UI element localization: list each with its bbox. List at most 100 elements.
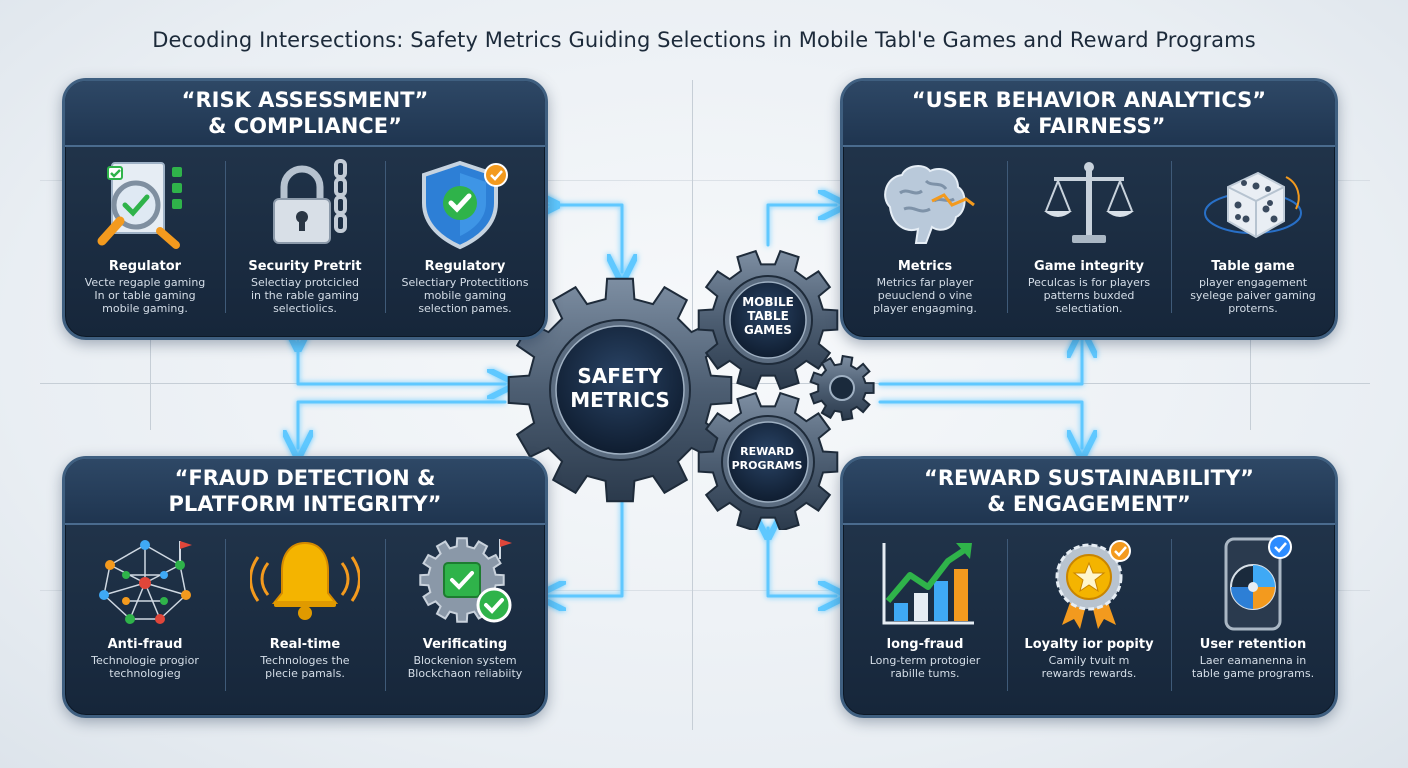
- reward-programs-gear-hub: [727, 421, 809, 503]
- item-title: Verificating: [422, 637, 508, 652]
- panel-title-line: “USER BEHAVIOR ANALYTICS”: [911, 88, 1267, 112]
- item-description-line: Peculcas is for players: [1027, 276, 1151, 289]
- panel-item: Metrics Metrics far player peuuclend o v…: [843, 147, 1007, 333]
- panel-item: Game integrity Peculcas is for players p…: [1007, 147, 1171, 333]
- item-description-line: rewards rewards.: [1041, 667, 1137, 680]
- item-description-line: selection pames.: [418, 302, 512, 315]
- item-description: Blockenion system Blockchaon reliabiity: [395, 654, 535, 680]
- item-description-line: plecie pamals.: [265, 667, 345, 680]
- panel-header: “RISK ASSESSMENT” & COMPLIANCE”: [65, 81, 545, 147]
- item-description: Camily tvuit m rewards rewards.: [1019, 654, 1159, 680]
- item-description-line: Blockenion system: [413, 654, 517, 667]
- safety-metrics-gear-hub: [555, 325, 685, 455]
- item-description-line: syelege paiver gaming: [1190, 289, 1316, 302]
- item-description-line: Metrics far player: [876, 276, 974, 289]
- grid-line: [150, 340, 151, 430]
- mobile-table-games-gear-label: MOBILE TABLE GAMES: [730, 295, 806, 337]
- balance-scale-icon: [1029, 155, 1149, 255]
- item-description-line: Camily tvuit m: [1048, 654, 1130, 667]
- item-description-line: Laer eamanenna in: [1199, 654, 1307, 667]
- panel-item: Verificating Blockenion system Blockchao…: [385, 525, 545, 711]
- item-title: Loyalty ior popity: [1024, 637, 1154, 652]
- item-description-line: patterns buxded: [1043, 289, 1135, 302]
- item-title: long-fraud: [886, 637, 964, 652]
- panel-body: long-fraud Long-term protogier rabille t…: [843, 525, 1335, 711]
- shield-check-icon: [405, 155, 525, 255]
- item-description-line: mobile gaming.: [102, 302, 188, 315]
- panel-title-line: “RISK ASSESSMENT”: [181, 88, 429, 112]
- panel-item: Table game player engagement syelege pai…: [1171, 147, 1335, 333]
- item-description: Peculcas is for players patterns buxded …: [1019, 276, 1159, 315]
- item-description-line: rabille tums.: [890, 667, 960, 680]
- gear-label-line: METRICS: [570, 388, 670, 412]
- item-description-line: Selectiay protcicled: [250, 276, 359, 289]
- item-description-line: player engagement: [1198, 276, 1308, 289]
- panel-title-line: “FRAUD DETECTION &: [174, 466, 436, 490]
- panel-item: long-fraud Long-term protogier rabille t…: [843, 525, 1007, 711]
- item-description-line: Technologie progior: [91, 654, 199, 667]
- panel-item: Regulatory Selectiary Protectitions mobi…: [385, 147, 545, 333]
- brain-icon: [865, 155, 985, 255]
- item-description-line: selectiation.: [1055, 302, 1123, 315]
- safety-metrics-gear-label: SAFETY METRICS: [560, 364, 680, 412]
- alert-bell-icon: [245, 533, 365, 633]
- item-description-line: table game programs.: [1191, 667, 1315, 680]
- item-description: Long-term protogier rabille tums.: [855, 654, 995, 680]
- item-title: Table game: [1211, 259, 1295, 274]
- item-title: Game integrity: [1034, 259, 1144, 274]
- panel-body: Regulator Vecte regaple gaming In or tab…: [65, 147, 545, 333]
- dice-icon: [1193, 155, 1313, 255]
- panel-item: Regulator Vecte regaple gaming In or tab…: [65, 147, 225, 333]
- item-description-line: proterns.: [1228, 302, 1278, 315]
- item-description: player engagement syelege paiver gaming …: [1183, 276, 1323, 315]
- panel-title-line: “REWARD SUSTAINABILITY”: [924, 466, 1254, 490]
- panel-header: “REWARD SUSTAINABILITY” & ENGAGEMENT”: [843, 459, 1335, 525]
- panel-item: Loyalty ior popity Camily tvuit m reward…: [1007, 525, 1171, 711]
- item-title: Metrics: [897, 259, 953, 274]
- growth-chart-icon: [865, 533, 985, 633]
- panel-title-line: & ENGAGEMENT”: [987, 492, 1191, 516]
- panel-item: Real-time Technologes the plecie pamals.: [225, 525, 385, 711]
- grid-line: [1250, 340, 1251, 430]
- panel-item: User retention Laer eamanenna in table g…: [1171, 525, 1335, 711]
- item-title: Regulatory: [424, 259, 506, 274]
- panel-title-line: PLATFORM INTEGRITY”: [168, 492, 442, 516]
- award-badge-icon: [1029, 533, 1149, 633]
- item-description-line: Technologes the: [260, 654, 350, 667]
- smartphone-dial-icon: [1193, 533, 1313, 633]
- mobile-table-games-gear-hub: [729, 281, 807, 359]
- item-description: Selectiary Protectitions mobile gaming s…: [395, 276, 535, 315]
- risk-compliance-panel: “RISK ASSESSMENT” & COMPLIANCE”: [62, 78, 548, 340]
- panel-title-line: & FAIRNESS”: [1012, 114, 1166, 138]
- grid-line: [40, 590, 1370, 591]
- gear-label-line: REWARD: [740, 445, 794, 458]
- panel-header: “USER BEHAVIOR ANALYTICS” & FAIRNESS”: [843, 81, 1335, 147]
- panel-item: Security Pretrit Selectiay protcicled in…: [225, 147, 385, 333]
- panel-header: “FRAUD DETECTION & PLATFORM INTEGRITY”: [65, 459, 545, 525]
- item-description: Vecte regaple gaming In or table gaming …: [75, 276, 215, 315]
- gear-label-line: PROGRAMS: [731, 459, 803, 472]
- item-title: Real-time: [269, 637, 341, 652]
- page-title: Decoding Intersections: Safety Metrics G…: [152, 28, 1256, 52]
- network-nodes-icon: [85, 533, 205, 633]
- reward-programs-gear-label: REWARD PROGRAMS: [722, 445, 812, 473]
- item-description: Laer eamanenna in table game programs.: [1183, 654, 1323, 680]
- item-description-line: Blockchaon reliabiity: [407, 667, 523, 680]
- item-description-line: selectiolics.: [273, 302, 337, 315]
- document-magnifier-check-icon: [85, 155, 205, 255]
- gear-label-line: MOBILE: [742, 295, 794, 309]
- small-accent-gear-hub: [829, 375, 855, 401]
- reward-sustainability-engagement-panel: “REWARD SUSTAINABILITY” & ENGAGEMENT” lo…: [840, 456, 1338, 718]
- item-description-line: Vecte regaple gaming: [84, 276, 206, 289]
- grid-line: [40, 180, 1370, 181]
- item-title: Anti-fraud: [107, 637, 183, 652]
- fraud-detection-integrity-panel: “FRAUD DETECTION & PLATFORM INTEGRITY”: [62, 456, 548, 718]
- item-description-line: peuuclend o vine: [877, 289, 973, 302]
- gear-label-line: GAMES: [744, 323, 792, 337]
- item-description-line: In or table gaming: [94, 289, 196, 302]
- item-title: User retention: [1199, 637, 1307, 652]
- gear-chip-check-icon: [405, 533, 525, 633]
- item-title: Regulator: [108, 259, 182, 274]
- padlock-chain-icon: [245, 155, 365, 255]
